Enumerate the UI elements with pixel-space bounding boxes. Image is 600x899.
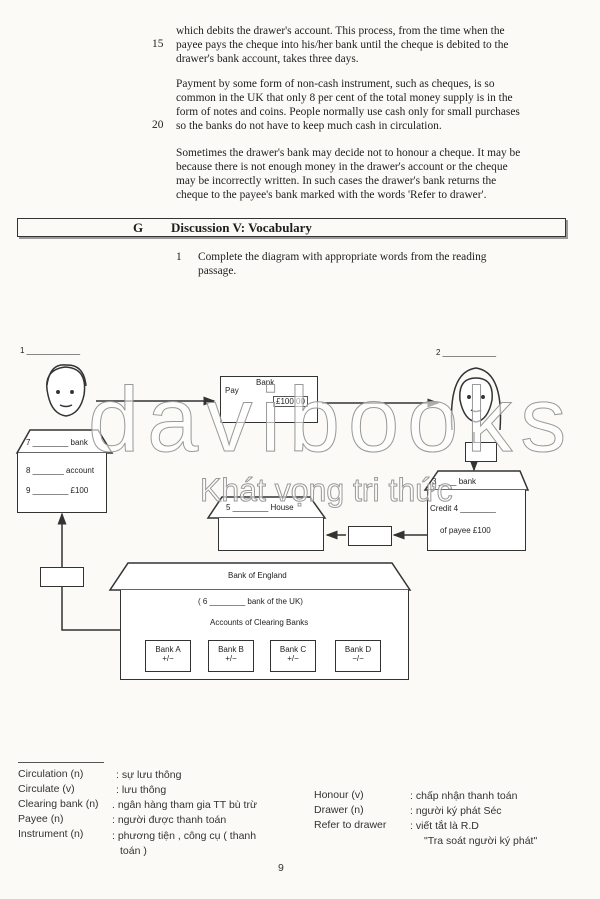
line-number: 15 [152, 38, 164, 50]
cheque-bank: Bank [256, 378, 275, 387]
payee-face-icon [450, 367, 502, 431]
blank-3: 3 ____ bank [432, 477, 477, 486]
blank-9: 9 ________ £100 [26, 486, 89, 495]
glossary-term: Honour (v) [314, 789, 364, 801]
cheque: Bank Pay £100.00 [220, 376, 318, 423]
exercise-number: 1 [176, 251, 182, 263]
glossary-def: : phương tiện , công cụ ( thanh [112, 830, 257, 842]
text-line: Payment by some form of non-cash instrum… [176, 78, 495, 90]
bank-b-account: Bank B+/− [208, 640, 254, 672]
paragraph-3: Sometimes the drawer's bank may decide n… [176, 146, 566, 202]
text-line: because there is not enough money in the… [176, 161, 508, 173]
glossary-def-cont: "Tra soát người ký phát" [424, 835, 538, 847]
blank-1: 1 ____________ [20, 346, 81, 355]
glossary-def: : viết tắt là R.D [410, 820, 479, 832]
glossary-term: Payee (n) [18, 813, 64, 825]
boe-title: Bank of England [228, 571, 287, 580]
bank-a-account: Bank A+/− [145, 640, 191, 672]
bank-name: Bank B [218, 645, 244, 654]
text-line: common in the UK that only 8 per cent of… [176, 92, 513, 104]
glossary-def: : sự lưu thông [116, 769, 182, 781]
bank-name: Bank D [344, 645, 372, 654]
text-line: which debits the drawer's account. This … [176, 25, 505, 37]
glossary-def: . ngân hàng tham gia TT bù trừ [112, 799, 257, 811]
glossary-term: Circulation (n) [18, 768, 84, 780]
payee-amount: of payee £100 [440, 526, 491, 535]
bank-balance: +/− [287, 654, 299, 663]
glossary-term: Clearing bank (n) [18, 798, 99, 810]
glossary-def: : người ký phát Séc [410, 805, 502, 817]
text-line: may be incorrectly written. In such case… [176, 175, 497, 187]
cheque-pay: Pay [225, 386, 239, 395]
paragraph-1: which debits the drawer's account. This … [176, 24, 566, 66]
cheque-amount: £100.00 [273, 396, 308, 407]
section-header: G Discussion V: Vocabulary [17, 218, 566, 237]
text-line: Complete the diagram with appropriate wo… [198, 251, 487, 263]
text-line: so the banks do not have to keep much ca… [176, 120, 442, 132]
bank-name: Bank A [155, 645, 181, 654]
blank-8: 8 _______ account [26, 466, 95, 475]
text-line: form of notes and coins. People normally… [176, 106, 520, 118]
text-line: cheque to the payee's bank marked with t… [176, 189, 487, 201]
text-line: passage. [198, 265, 237, 277]
blank-6: ( 6 ________ bank of the UK) [198, 597, 303, 606]
boe-accounts-label: Accounts of Clearing Banks [210, 618, 309, 627]
glossary-term: Refer to drawer [314, 819, 387, 831]
bank-name: Bank C [279, 645, 307, 654]
glossary-def: : chấp nhận thanh toán [410, 790, 518, 802]
clearing-house [218, 518, 324, 551]
small-cheque-icon [40, 567, 84, 587]
small-cheque-icon [465, 442, 497, 462]
bank-balance: +/− [225, 654, 237, 663]
exercise-instruction: Complete the diagram with appropriate wo… [198, 250, 588, 278]
glossary-def: : lưu thông [116, 784, 167, 796]
text-line: payee pays the cheque into his/her bank … [176, 39, 509, 51]
bank-balance: −/− [352, 654, 364, 663]
drawer-face-icon [46, 364, 87, 417]
blank-5: 5 ________ House [226, 503, 294, 512]
glossary-term: Circulate (v) [18, 783, 75, 795]
blank-4: Credit 4 ________ [430, 504, 496, 513]
section-letter: G [133, 220, 144, 235]
footnote-divider [18, 762, 104, 763]
small-cheque-icon [348, 526, 392, 546]
glossary-term: Instrument (n) [18, 828, 84, 840]
text-line: Sometimes the drawer's bank may decide n… [176, 147, 521, 159]
blank-2: 2 ____________ [436, 348, 497, 357]
bank-c-account: Bank C+/− [270, 640, 316, 672]
glossary-term: Drawer (n) [314, 804, 364, 816]
payees-bank: Credit 4 ________ of payee £100 [427, 490, 526, 551]
drawers-bank: 8 _______ account 9 ________ £100 [17, 453, 107, 513]
line-number: 20 [152, 119, 164, 131]
bank-balance: +/− [162, 654, 174, 663]
paragraph-2: Payment by some form of non-cash instrum… [176, 77, 566, 133]
blank-7: 7 ________ bank [26, 438, 88, 447]
bank-d-account: Bank D−/− [335, 640, 381, 672]
page-number: 9 [278, 862, 284, 874]
glossary-def-cont: toán ) [120, 845, 147, 857]
section-title: Discussion V: Vocabulary [171, 220, 312, 235]
glossary-def: : người được thanh toán [112, 814, 227, 826]
text-line: drawer's bank account, takes three days. [176, 53, 359, 65]
